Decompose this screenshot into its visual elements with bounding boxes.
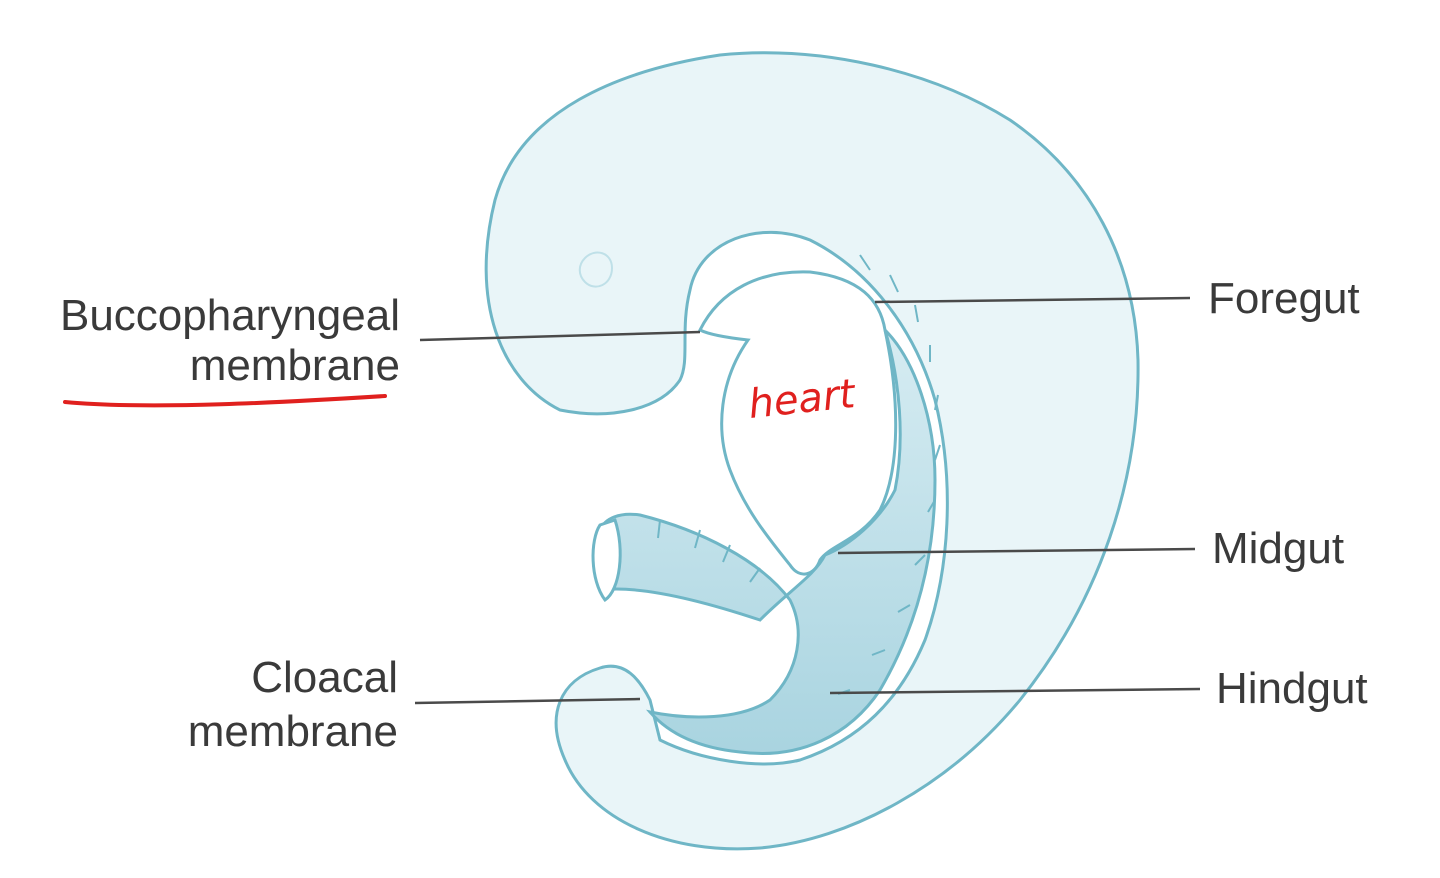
leader-buccopharyngeal [419, 330, 701, 342]
leader-lines [414, 296, 1201, 705]
handwritten-heart-note: heart [746, 371, 858, 428]
gut-tube [598, 328, 937, 755]
leader-cloacal [414, 697, 641, 705]
heart-cavity [697, 270, 898, 576]
label-hindgut: Hindgut [1216, 664, 1368, 713]
head-mark [578, 251, 614, 288]
label-foregut: Foregut [1208, 274, 1360, 323]
leader-foregut [874, 296, 1191, 304]
label-cloacal-line1: Cloacal [251, 653, 398, 702]
embryo-outline [484, 51, 1140, 851]
leader-hindgut [829, 687, 1201, 695]
hindgut-opening [591, 518, 622, 603]
label-midgut: Midgut [1212, 524, 1344, 573]
label-buccopharyngeal-line2: membrane [190, 341, 400, 390]
red-underline [63, 394, 387, 408]
leader-midgut [837, 547, 1196, 555]
label-cloacal-line2: membrane [188, 707, 398, 756]
gut-hatching [657, 254, 941, 695]
label-buccopharyngeal-line1: Buccopharyngeal [60, 291, 400, 340]
